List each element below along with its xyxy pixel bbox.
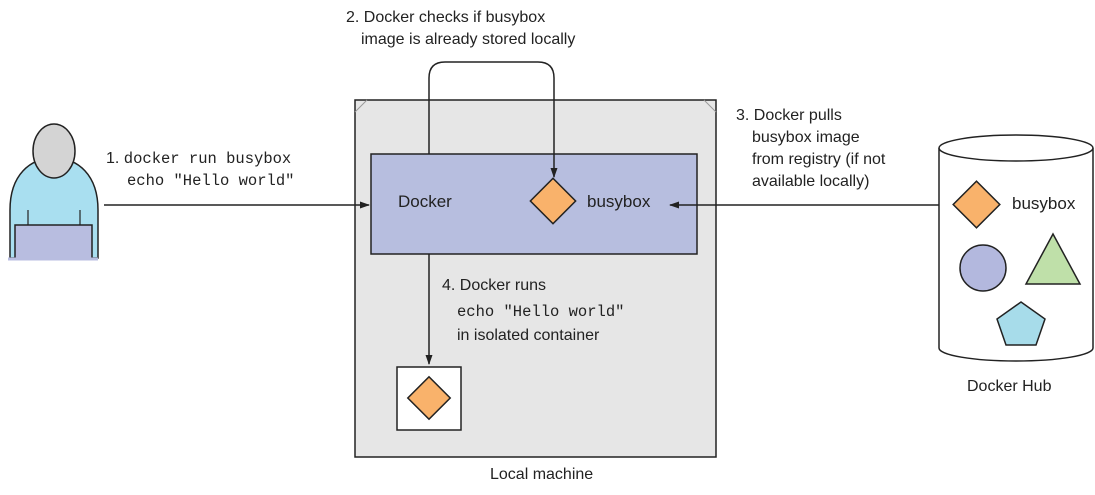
step1-number: 1.	[106, 150, 120, 167]
busybox-image-icon	[529, 177, 577, 225]
step1-line1: 1. docker run busybox	[106, 149, 291, 169]
hub-busybox-label: busybox	[1012, 194, 1076, 213]
step3-line3: from registry (if not	[752, 151, 886, 168]
step3-line1: 3. Docker pulls	[736, 107, 842, 124]
step2-line2: image is already stored locally	[361, 31, 576, 48]
hub-pentagon-image-icon	[996, 301, 1046, 346]
docker-hub-label: Docker Hub	[967, 378, 1052, 395]
container-image-icon	[406, 375, 452, 421]
docker-hub-registry	[938, 134, 1094, 362]
user-icon	[8, 123, 99, 261]
container-box	[396, 366, 462, 431]
step2-line1: 2. Docker checks if busybox	[346, 9, 546, 26]
step4-command: echo "Hello world"	[457, 303, 625, 321]
step4-line3: in isolated container	[457, 327, 600, 344]
docker-label: Docker	[398, 192, 452, 211]
local-machine-label: Local machine	[490, 466, 594, 483]
step3-line4: available locally)	[752, 173, 870, 190]
hub-circle-image-icon	[959, 244, 1007, 292]
step4-line1: 4. Docker runs	[442, 277, 547, 294]
hub-triangle-image-icon	[1024, 232, 1082, 285]
step3-line2: busybox image	[752, 129, 860, 146]
check-local-arrow	[428, 61, 558, 178]
hub-busybox-icon	[952, 180, 1001, 229]
step1-command-line1: docker run busybox	[123, 150, 292, 168]
step1-command-line2: echo "Hello world"	[127, 172, 295, 190]
docker-busybox-label: busybox	[587, 192, 651, 211]
